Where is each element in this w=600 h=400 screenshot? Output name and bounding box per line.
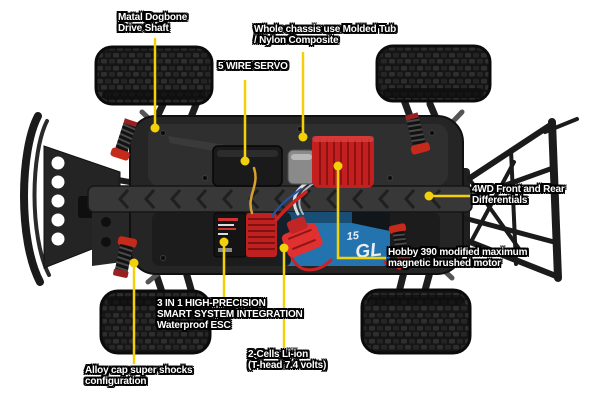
callout-label-differentials: 4WD Front and Rear Differentials	[472, 184, 565, 206]
label-line: Alloy cap super shocks	[85, 365, 193, 376]
callout-dot-drive-shaft	[150, 123, 160, 133]
chassis-screws	[160, 126, 435, 261]
callout-label-servo: 5 WIRE SERVO	[218, 61, 288, 72]
callout-dot-battery	[279, 243, 289, 253]
callout-label-chassis: Whole chassis use Molded Tub / Nylon Com…	[254, 24, 396, 46]
shock-absorbers	[110, 112, 431, 278]
callout-label-battery: 2-Cells Li-ion (T-head 7.4 volts)	[248, 349, 326, 371]
label-line: SMART SYSTEM INTEGRATION	[157, 309, 303, 320]
chassis-brace	[87, 185, 473, 213]
shock-rear-right	[388, 223, 411, 261]
shock-rear-left	[113, 236, 138, 278]
tire-front-right	[375, 44, 492, 103]
shock-front-left	[110, 118, 138, 161]
label-line: Hobby 390 modified maximum	[388, 247, 528, 258]
label-line: (T-head 7.4 volts)	[248, 360, 327, 371]
label-line: Matal Dogbone	[118, 12, 188, 23]
t-plug-connector	[281, 216, 323, 258]
label-line: Drive Shaft	[118, 23, 169, 34]
callout-dot-shocks	[129, 258, 139, 268]
label-line: configuration	[85, 376, 147, 387]
label-line: Waterproof ESC	[157, 320, 231, 331]
callout-label-drive-shaft: Matal Dogbone Drive Shaft	[118, 12, 187, 34]
callout-dot-servo	[240, 156, 250, 166]
callout-dot-differentials	[424, 191, 434, 201]
shock-front-right	[404, 112, 431, 155]
bumper-holes	[51, 156, 65, 246]
label-line: 2-Cells Li-ion	[248, 349, 308, 360]
callout-label-esc: 3 IN 1 HIGH-PRECISION SMART SYSTEM INTEG…	[157, 298, 303, 331]
tires	[94, 44, 492, 355]
antenna-wire	[249, 166, 257, 215]
label-line: 3 IN 1 HIGH-PRECISION	[157, 298, 266, 309]
battery-number-print: 15	[346, 230, 360, 243]
callout-label-shocks: Alloy cap super shocks configuration	[85, 365, 193, 387]
label-line: magnetic brushed motor	[388, 258, 501, 269]
motor	[287, 136, 374, 188]
label-line: 4WD Front and Rear	[472, 184, 565, 195]
wiring	[249, 166, 414, 273]
tire-rear-right	[360, 288, 472, 355]
callout-dot-motor	[333, 161, 343, 171]
motor-wire	[274, 190, 308, 222]
callout-dot-chassis	[298, 132, 308, 142]
label-line: 5 WIRE SERVO	[218, 61, 288, 72]
callout-line-motor	[336, 166, 386, 260]
label-line: Whole chassis use Molded Tub	[254, 24, 397, 35]
callout-dot-esc	[219, 237, 229, 247]
steering-servo	[168, 136, 283, 187]
label-line: / Nylon Composite	[254, 35, 339, 46]
label-line: Differentials	[472, 195, 528, 206]
esc-unit	[213, 212, 277, 258]
tire-rear-left	[99, 289, 212, 355]
callout-label-motor: Hobby 390 modified maximum magnetic brus…	[388, 247, 527, 269]
